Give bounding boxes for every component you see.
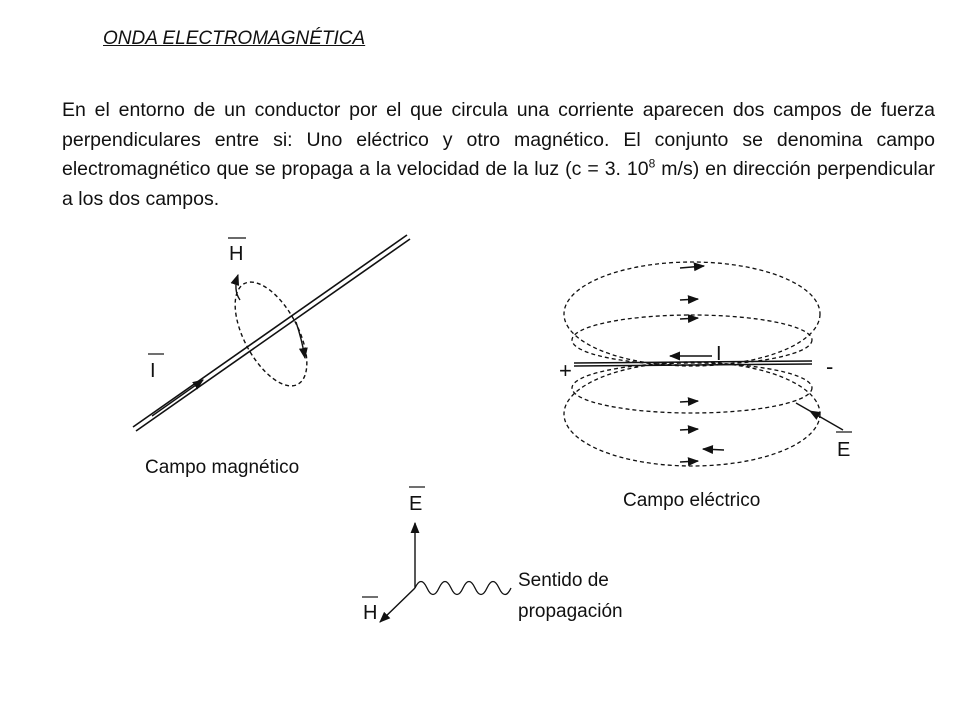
dipole-line [573, 360, 813, 364]
magnetic-field-loop [234, 281, 308, 387]
i-label: I [150, 360, 156, 382]
electric-caption: Campo eléctrico [623, 490, 760, 511]
paragraph-text-end: m/s) en dirección perpendicular a los do… [62, 158, 935, 210]
e-label: E [837, 439, 850, 461]
paragraph-text: En el entorno de un conductor por el que… [62, 99, 935, 180]
field-arrow [679, 314, 700, 324]
magnetic-field-figure: H I Campo magnético [132, 234, 411, 478]
field-arrow [679, 397, 700, 407]
electric-field-line [563, 261, 821, 367]
electric-field-line [563, 361, 821, 467]
current-arrow [151, 379, 204, 417]
field-arrow [679, 295, 700, 305]
intro-paragraph: En el entorno de un conductor por el que… [62, 96, 935, 214]
page-title: ONDA ELECTROMAGNÉTICA [103, 28, 366, 49]
conductor-line [132, 234, 408, 428]
magnetic-caption: Campo magnético [145, 457, 299, 478]
electric-field-line [571, 314, 813, 366]
propagation-caption-2: propagación [518, 601, 623, 622]
field-arrow [679, 262, 706, 272]
h-label: H [363, 602, 377, 624]
field-arrow [679, 425, 700, 435]
conductor-line [135, 238, 411, 432]
exponent: 8 [648, 156, 656, 171]
h-label: H [229, 243, 243, 265]
e-label: E [409, 493, 422, 515]
minus-sign: - [826, 354, 833, 379]
propagation-figure: E H Sentido de propagación [362, 486, 623, 624]
e-field-arrow [809, 410, 844, 431]
electric-field-line [571, 362, 813, 414]
plus-sign: + [559, 358, 572, 383]
propagation-caption-1: Sentido de [518, 570, 609, 591]
e-field-tail [795, 402, 811, 412]
field-arrow [679, 457, 700, 467]
h-axis [379, 587, 416, 623]
current-label: I [716, 343, 722, 365]
magnetic-field-arrow-top [230, 273, 241, 301]
electric-field-figure: I + - E Campo eléctrico [559, 261, 852, 511]
wave [414, 580, 512, 596]
dipole-line [573, 363, 813, 367]
field-arrow-reverse [701, 445, 725, 454]
magnetic-field-arrow-right [295, 321, 308, 360]
